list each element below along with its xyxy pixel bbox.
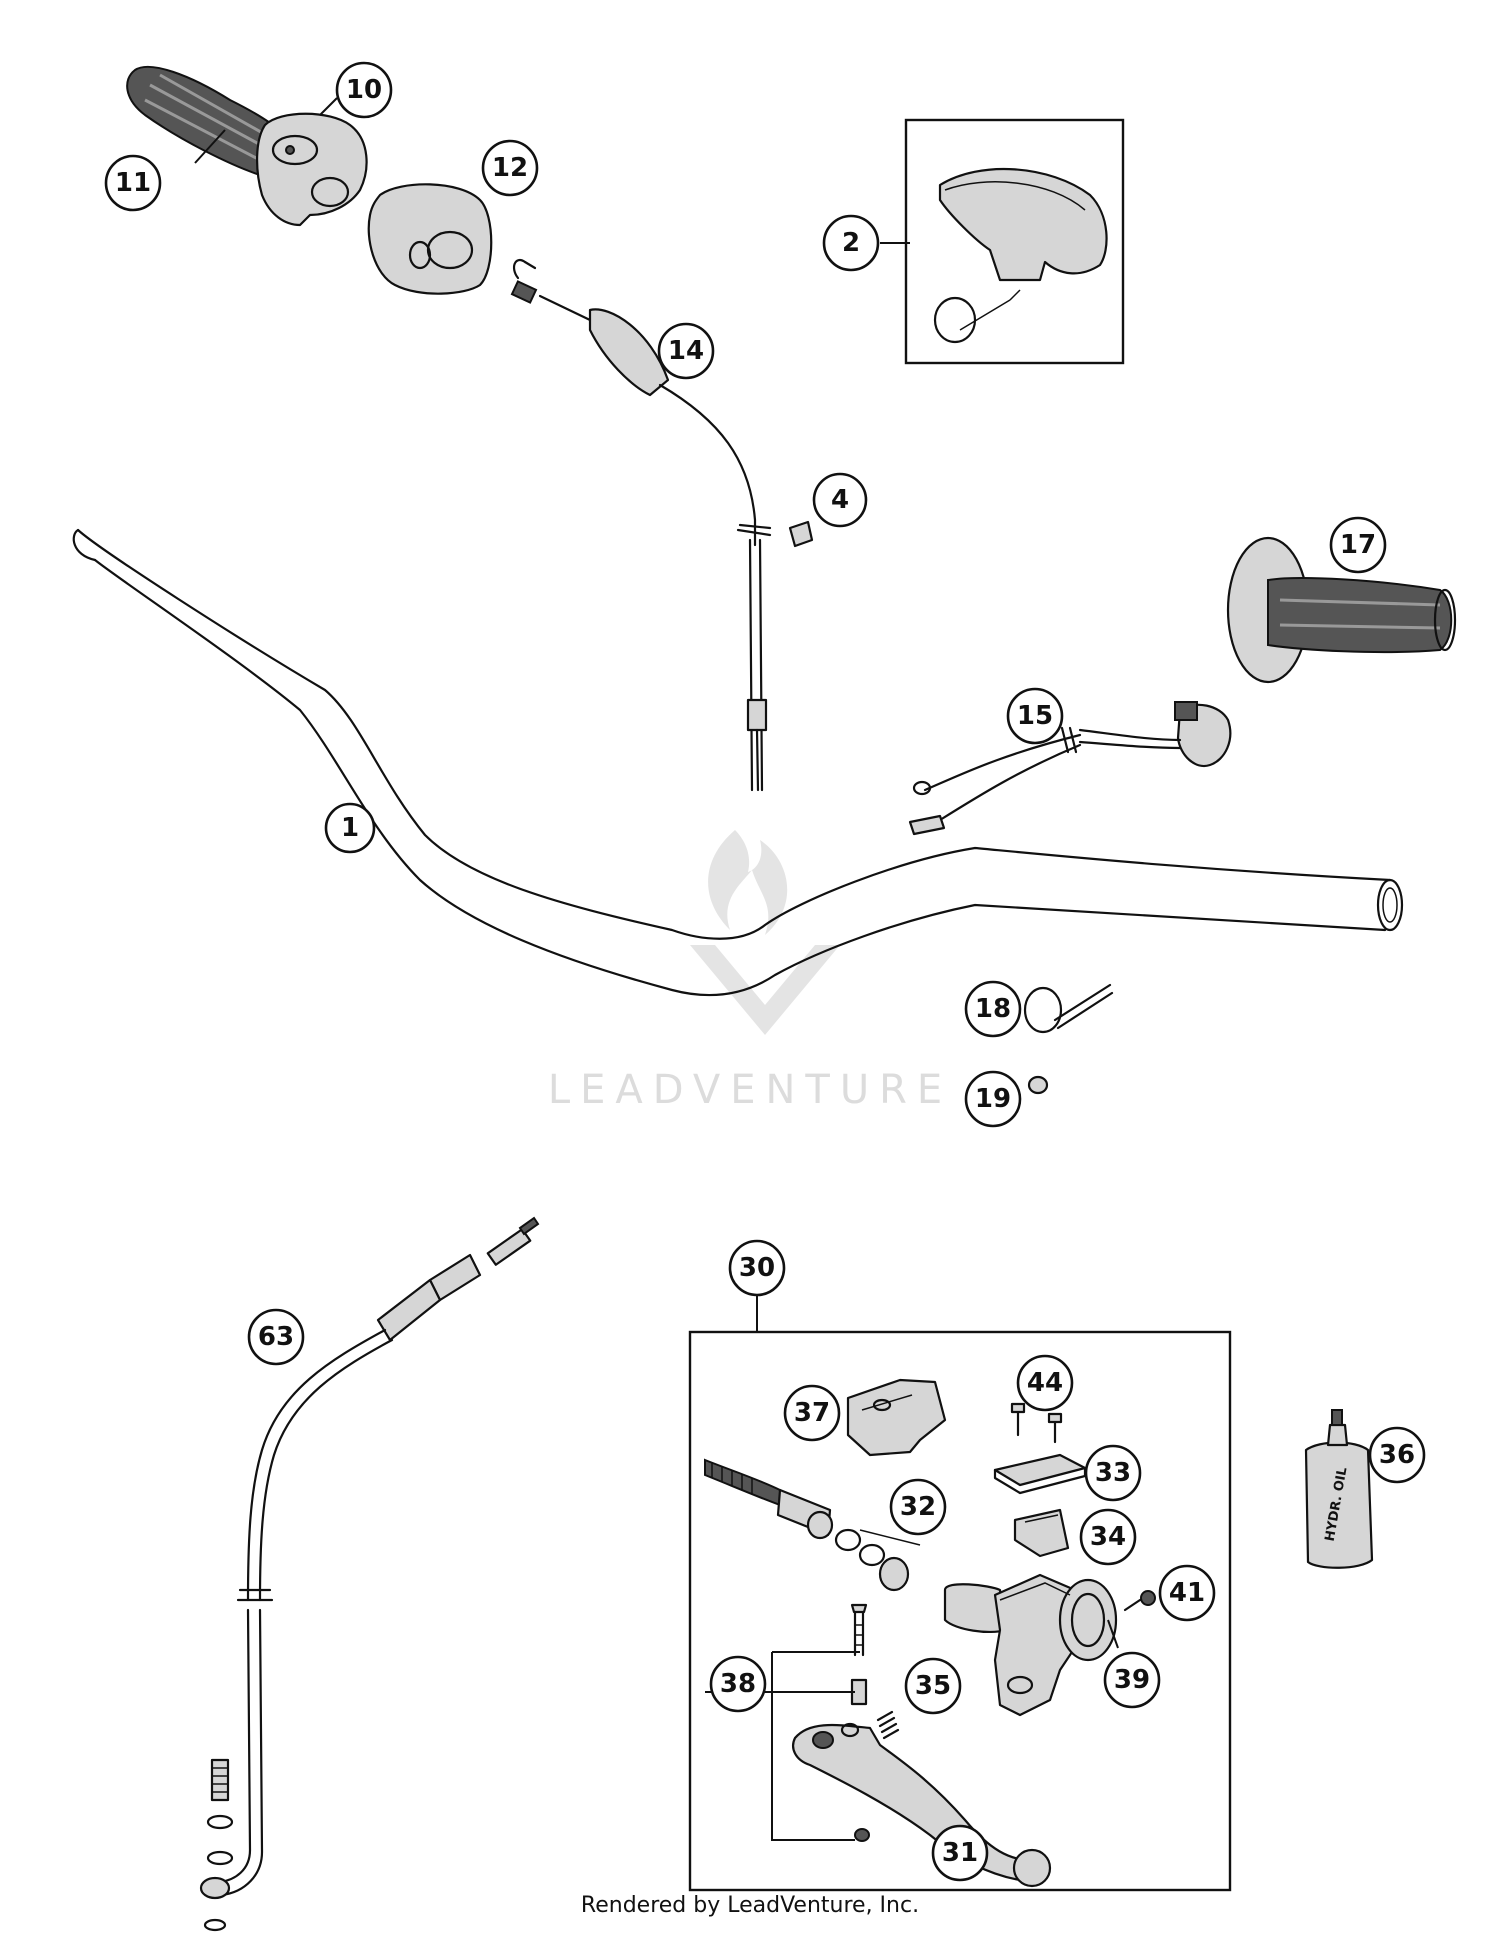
leader-10 xyxy=(319,97,338,116)
small-cap-part xyxy=(788,520,814,548)
pivot-bolt-part xyxy=(850,1603,870,1842)
svg-text:32: 32 xyxy=(900,1492,936,1522)
svg-text:35: 35 xyxy=(915,1671,951,1701)
callout-12: 12 xyxy=(481,139,539,197)
callout-41: 41 xyxy=(1158,1564,1216,1622)
master-cylinder-part xyxy=(943,1573,1118,1717)
callout-39: 39 xyxy=(1103,1651,1161,1709)
reservoir-cover-part xyxy=(993,1453,1087,1495)
callout-14: 14 xyxy=(657,322,715,380)
callout-17: 17 xyxy=(1329,516,1387,574)
handlebar-pad-part xyxy=(933,167,1108,344)
callout-10: 10 xyxy=(335,61,393,119)
svg-text:33: 33 xyxy=(1095,1458,1131,1488)
svg-text:31: 31 xyxy=(942,1838,978,1868)
oil-bottle-part: HYDR. OIL xyxy=(1304,1409,1374,1569)
svg-text:36: 36 xyxy=(1379,1440,1415,1470)
brake-line-part xyxy=(199,1216,540,1932)
svg-text:37: 37 xyxy=(794,1398,830,1428)
left-grip-part xyxy=(1226,536,1457,684)
brake-lever-part xyxy=(792,1722,1052,1888)
throttle-cable-part xyxy=(510,259,772,792)
part-30-box xyxy=(688,1330,1232,1892)
svg-text:63: 63 xyxy=(258,1322,294,1352)
callout-31: 31 xyxy=(931,1824,989,1882)
svg-text:19: 19 xyxy=(975,1084,1011,1114)
footer-credit: Rendered by LeadVenture, Inc. xyxy=(580,1893,920,1918)
svg-text:41: 41 xyxy=(1169,1578,1205,1608)
svg-text:34: 34 xyxy=(1090,1522,1126,1552)
callout-33: 33 xyxy=(1084,1444,1142,1502)
callout-2: 2 xyxy=(822,214,880,272)
svg-text:15: 15 xyxy=(1017,701,1053,731)
clamp-part xyxy=(846,1378,947,1457)
cable-tie-part xyxy=(1023,983,1114,1034)
callout-34: 34 xyxy=(1079,1508,1137,1566)
svg-text:30: 30 xyxy=(739,1253,775,1283)
svg-text:11: 11 xyxy=(115,168,151,198)
watermark: LEADVENTURE xyxy=(548,830,952,1113)
callout-35: 35 xyxy=(904,1657,962,1715)
callout-11: 11 xyxy=(104,154,162,212)
screw-part xyxy=(1123,1590,1156,1612)
svg-text:44: 44 xyxy=(1027,1368,1063,1398)
spring-part xyxy=(876,1710,900,1740)
callout-36: 36 xyxy=(1368,1426,1426,1484)
small-nut-part xyxy=(1027,1075,1049,1095)
callout-4: 4 xyxy=(812,472,868,528)
kill-switch-part xyxy=(908,701,1232,836)
svg-text:18: 18 xyxy=(975,994,1011,1024)
throttle-housing-part xyxy=(255,112,368,227)
svg-text:39: 39 xyxy=(1114,1665,1150,1695)
callout-38: 38 xyxy=(709,1655,767,1713)
svg-text:14: 14 xyxy=(668,336,704,366)
screws-part xyxy=(1010,1402,1063,1444)
svg-text:17: 17 xyxy=(1340,530,1376,560)
callout-30: 30 xyxy=(728,1239,786,1297)
svg-text:4: 4 xyxy=(831,485,849,515)
gasket-part xyxy=(1013,1508,1070,1558)
callout-1: 1 xyxy=(324,802,376,854)
part-2-box xyxy=(904,118,1125,365)
callout-63: 63 xyxy=(247,1308,305,1366)
housing-cover-part xyxy=(367,183,493,295)
callout-19: 19 xyxy=(964,1070,1022,1128)
callout-44: 44 xyxy=(1016,1354,1074,1412)
svg-text:2: 2 xyxy=(842,228,860,258)
svg-text:12: 12 xyxy=(492,153,528,183)
leader-11 xyxy=(194,129,226,164)
svg-text:38: 38 xyxy=(720,1669,756,1699)
leader-39 xyxy=(1107,1619,1119,1649)
callout-18: 18 xyxy=(964,980,1022,1038)
svg-text:10: 10 xyxy=(346,75,382,105)
callout-15: 15 xyxy=(1006,687,1064,745)
svg-text:1: 1 xyxy=(341,813,359,843)
piston-kit-part xyxy=(704,1458,921,1592)
handlebar-part xyxy=(72,528,1404,997)
callout-37: 37 xyxy=(783,1384,841,1442)
callout-32: 32 xyxy=(889,1478,947,1536)
watermark-text: LEADVENTURE xyxy=(548,1067,952,1113)
